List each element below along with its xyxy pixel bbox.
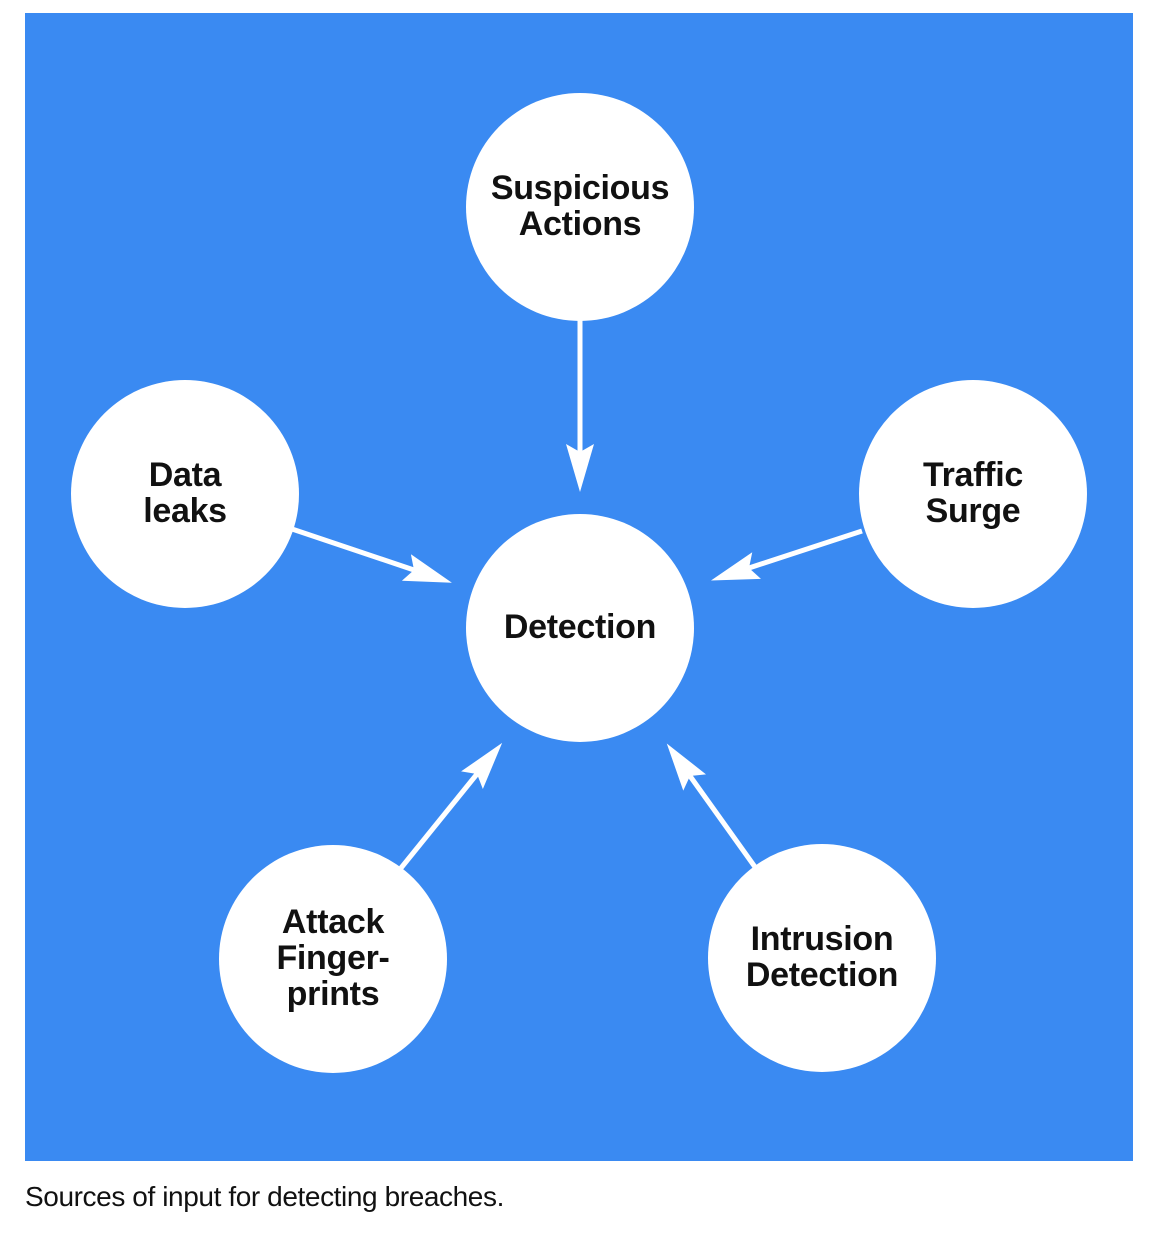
- node-detection-hub: Detection: [466, 514, 694, 742]
- node-suspicious-actions-label: Suspicious Actions: [490, 169, 670, 243]
- node-attack-fingerprints-label: Attack Finger- prints: [276, 903, 390, 1013]
- node-intrusion-detection-label: Intrusion Detection: [745, 920, 899, 994]
- node-data-leaks: Data leaks: [71, 380, 299, 608]
- node-attack-fingerprints: Attack Finger- prints: [219, 845, 447, 1073]
- node-detection-hub-label: Detection: [503, 608, 657, 647]
- node-suspicious-actions: Suspicious Actions: [466, 93, 694, 321]
- node-intrusion-detection: Intrusion Detection: [708, 844, 936, 1072]
- node-traffic-surge: Traffic Surge: [859, 380, 1087, 608]
- node-data-leaks-label: Data leaks: [143, 456, 227, 530]
- figure-caption: Sources of input for detecting breaches.: [25, 1181, 504, 1212]
- node-traffic-surge-label: Traffic Surge: [923, 456, 1023, 530]
